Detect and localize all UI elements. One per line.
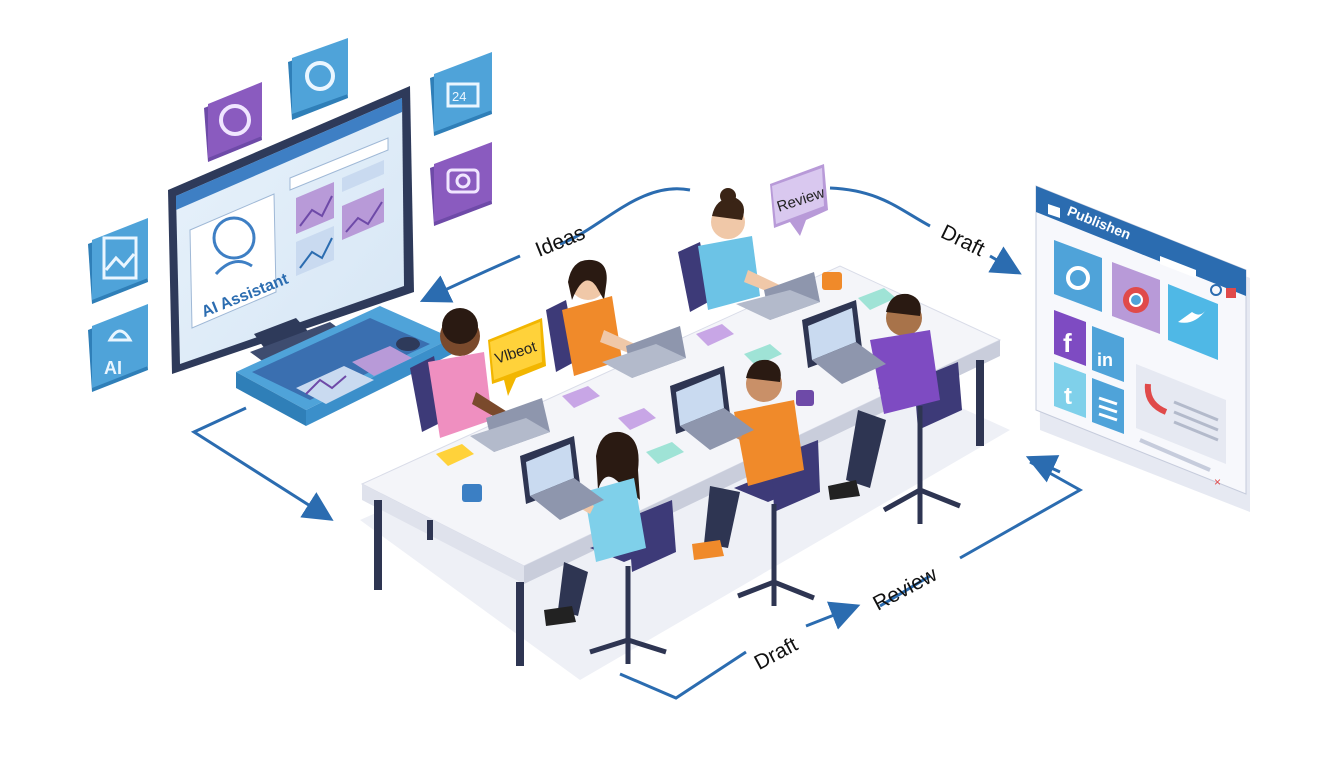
review-bubble: Review [770, 164, 828, 236]
svg-text:t: t [1064, 383, 1072, 410]
network-icon [1054, 240, 1102, 312]
ai-bell-icon [107, 329, 133, 342]
coffee-cup-icon [462, 484, 482, 502]
sticky-note [696, 324, 734, 346]
sticky-note [618, 408, 656, 430]
sticky-note [562, 386, 600, 408]
assistant-avatar-icon [212, 216, 256, 260]
sticky-note [646, 442, 684, 464]
linkedin-icon [1092, 326, 1124, 382]
settings-icon [1210, 284, 1222, 296]
keyboard-desk [236, 306, 452, 426]
sticky-note [436, 444, 474, 466]
review-bottom-label: Review [869, 562, 941, 615]
image-icon [102, 236, 138, 280]
tile-camera [430, 142, 492, 226]
person-pink-shirt [428, 308, 520, 438]
tile-image [88, 218, 148, 304]
svg-text:f: f [1063, 328, 1072, 358]
workflow-arrows [190, 186, 1084, 700]
svg-text:in: in [1097, 350, 1113, 370]
facebook-icon [1054, 310, 1086, 366]
person-blue-shirt [698, 188, 790, 310]
ideas-label: Ideas [532, 221, 588, 262]
laptop-2 [602, 326, 686, 378]
publisher-titlebar [1036, 186, 1246, 296]
twitter-icon [1168, 284, 1218, 360]
tile-headset [204, 82, 262, 162]
camera-icon [446, 168, 480, 194]
laptop-3 [736, 272, 820, 320]
laptop-5 [670, 366, 754, 450]
screen-search-bar [289, 137, 389, 191]
laptop-6 [802, 300, 886, 384]
tile-247: 24 [430, 52, 492, 136]
video-bubble: Vlbeot [488, 318, 546, 396]
laptop-1 [470, 398, 550, 452]
svg-text:×: × [1214, 475, 1221, 489]
publisher-logo-icon [1048, 204, 1060, 218]
laptop-4 [520, 436, 604, 520]
draft-top-label: Draft [937, 220, 988, 261]
headset-icon [219, 104, 251, 136]
tile-ai: AI [88, 304, 148, 392]
phone-icon [1144, 383, 1168, 415]
publisher-window: Publishen f in t × [1035, 185, 1250, 512]
tile-robot [288, 38, 348, 120]
robot-face-icon [305, 61, 335, 91]
247-support-icon [446, 82, 480, 108]
desk-items [436, 272, 896, 502]
chart-line-icon [299, 195, 333, 227]
tile-247-label: 24 [452, 89, 466, 104]
mouse-icon [396, 337, 420, 351]
tile-ai-label: AI [104, 358, 122, 378]
close-icon [1226, 288, 1236, 298]
draft-bottom-label: Draft [751, 633, 802, 675]
sticky-note [744, 344, 782, 366]
coffee-cup-icon [822, 272, 842, 290]
coffee-cup-icon [796, 390, 814, 406]
person-orange-top [562, 259, 648, 376]
tumblr-icon [1054, 362, 1086, 418]
sticky-note [858, 288, 896, 310]
laptops [470, 272, 886, 520]
chair-bases [589, 406, 961, 664]
